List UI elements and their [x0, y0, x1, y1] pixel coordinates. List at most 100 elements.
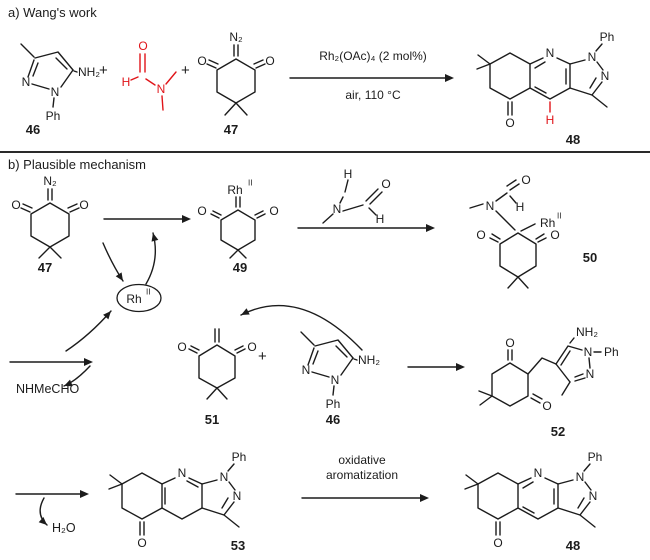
section-divider [0, 151, 650, 153]
label-53: 53 [230, 538, 246, 553]
atom-n: N [233, 489, 242, 503]
atom-n: N [22, 75, 31, 89]
methyl-bond [561, 381, 571, 396]
atom-o: O [177, 340, 186, 354]
label-46-mech: 46 [325, 412, 341, 427]
methyl-bond [464, 483, 479, 490]
atom-o: O [550, 228, 559, 242]
phenyl-label: Ph [600, 30, 615, 44]
atom-o: O [138, 39, 147, 53]
arrowhead [84, 358, 93, 366]
curved-arrow-rh-up [145, 232, 156, 285]
rh-oxidation-state: II [557, 212, 561, 221]
arrowhead [445, 74, 454, 82]
oxidative-label: oxidative [338, 453, 386, 467]
arrowhead [456, 363, 465, 371]
phenyl-label: Ph [604, 345, 619, 359]
rh-oxidation-state: II [248, 179, 252, 188]
label-49: 49 [232, 260, 248, 275]
structure-47-mech: N₂ O O [11, 174, 89, 259]
label-52: 52 [550, 424, 566, 439]
plus-sign: + [99, 62, 108, 79]
structure-46-mech: N N NH₂ Ph [300, 331, 380, 411]
rh-label: Rh [540, 216, 555, 230]
methyl-bond [161, 95, 164, 111]
atom-n: N [333, 202, 342, 216]
atom-n: N [601, 69, 610, 83]
rh-label: Rh [126, 292, 141, 306]
methyl-bond [479, 395, 493, 406]
arrowhead [151, 233, 159, 242]
conditions-bottom: air, 110 °C [345, 88, 401, 102]
structure-46: N N NH₂ Ph [20, 43, 100, 123]
methyl-bond [579, 514, 596, 528]
methyl-bond [223, 514, 240, 528]
methyl-bond [206, 387, 218, 400]
atom-o: O [197, 54, 206, 68]
arrowhead [80, 490, 89, 498]
atom-h: H [122, 75, 131, 89]
label-50: 50 [582, 250, 598, 265]
structure-47: N₂ O O [197, 30, 275, 116]
arrowhead [420, 494, 429, 502]
atom-o: O [493, 536, 502, 550]
atom-o: O [476, 228, 485, 242]
curved-arrow-regenerate-rh [65, 310, 112, 352]
methyl-bond [235, 102, 248, 116]
methyl-bond [517, 276, 529, 289]
phenyl-label: Ph [588, 450, 603, 464]
rh-label: Rh [227, 183, 242, 197]
atom-n: N [178, 466, 187, 480]
methyl-bond [507, 276, 519, 289]
label-46: 46 [25, 122, 41, 137]
section-b-title: b) Plausible mechanism [8, 157, 147, 172]
conditions-top: Rh₂(OAc)₄ (2 mol%) [319, 49, 427, 63]
atom-n2: N₂ [229, 30, 243, 44]
arrowhead [426, 224, 435, 232]
methyl-bond [20, 43, 35, 58]
structure-53: N N N Ph O [108, 450, 247, 550]
atom-n: N [534, 466, 543, 480]
structure-51: O O [177, 328, 257, 400]
atom-o: O [11, 198, 20, 212]
methyl-bond [300, 331, 315, 346]
aromatization-label: aromatization [325, 468, 399, 482]
atom-n: N [584, 345, 593, 359]
structure-dmf-red: H O N [122, 39, 177, 111]
water-label: H₂O [52, 521, 76, 535]
atom-n: N [331, 373, 340, 387]
atom-n2: N₂ [43, 174, 57, 188]
atom-n: N [51, 85, 60, 99]
atom-n: N [588, 50, 597, 64]
label-47-mech: 47 [37, 260, 53, 275]
atom-o: O [247, 340, 256, 354]
methyl-bond [477, 54, 491, 65]
phenyl-label: Ph [232, 450, 247, 464]
atom-n: N [302, 363, 311, 377]
phenyl-label: Ph [326, 397, 341, 411]
label-48: 48 [565, 132, 581, 147]
label-47: 47 [223, 122, 239, 137]
atom-h: H [516, 200, 525, 214]
atom-n: N [157, 82, 166, 96]
methyl-bond [224, 102, 237, 116]
structure-dmf-mech: H N O H [322, 167, 391, 226]
atom-n: N [576, 470, 585, 484]
methyl-bond [478, 390, 493, 397]
atom-h-red: H [546, 113, 555, 127]
methyl-bond [216, 387, 228, 400]
curved-arrow-h2o-loss [39, 497, 48, 526]
curved-arrow-47-to-rh [102, 242, 124, 282]
plus-sign: + [258, 348, 267, 365]
structure-52: O O NH₂ N Ph N [478, 325, 619, 413]
atom-o: O [137, 536, 146, 550]
rh-catalyst-circle: Rh II [116, 283, 162, 313]
structure-48: N N N Ph O H [476, 30, 615, 130]
plus-sign: + [181, 62, 190, 79]
methyl-bond [49, 246, 62, 259]
atom-nh2: NH₂ [78, 65, 100, 79]
atom-o: O [505, 116, 514, 130]
methyl-bond [322, 213, 334, 224]
atom-n: N [589, 489, 598, 503]
